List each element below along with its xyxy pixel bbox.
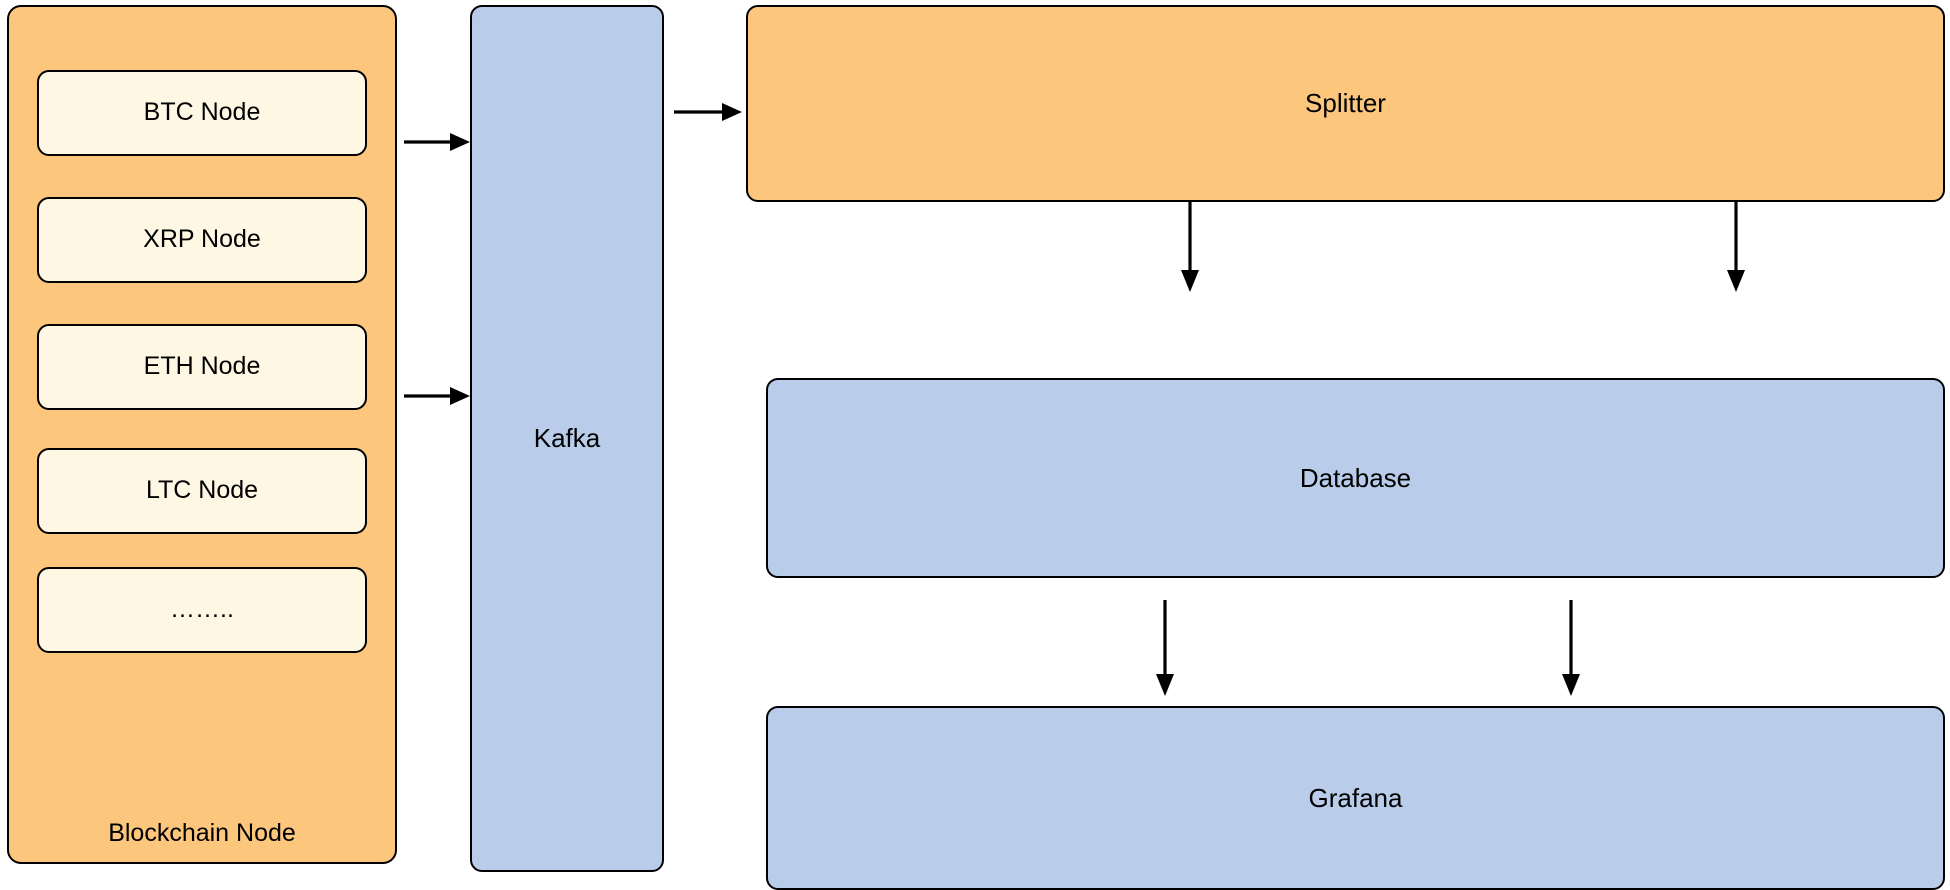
arrow-database-to-grafana-left: [1156, 600, 1174, 696]
grafana-node[interactable]: Grafana: [766, 706, 1945, 890]
arrow-database-to-grafana-right: [1562, 600, 1580, 696]
chain-node-ellipsis-label: ……..: [170, 595, 234, 624]
database-node[interactable]: Database: [766, 378, 1945, 578]
chain-node-ellipsis[interactable]: ……..: [37, 567, 367, 653]
splitter-node-label: Splitter: [1305, 88, 1386, 119]
chain-node-ltc[interactable]: LTC Node: [37, 448, 367, 534]
arrow-splitter-to-database-right: [1727, 200, 1745, 292]
chain-node-eth-label: ETH Node: [143, 352, 261, 381]
chain-node-xrp-label: XRP Node: [143, 225, 261, 254]
chain-node-btc-label: BTC Node: [143, 98, 261, 127]
arrow-eth-to-kafka: [404, 387, 470, 405]
splitter-node[interactable]: Splitter: [746, 5, 1945, 202]
database-node-label: Database: [1299, 462, 1412, 493]
grafana-node-label: Grafana: [1308, 782, 1403, 813]
chain-node-eth[interactable]: ETH Node: [37, 324, 367, 410]
blockchain-node-group[interactable]: BTC Node XRP Node ETH Node LTC Node ……..…: [7, 5, 397, 864]
kafka-node[interactable]: Kafka: [470, 5, 664, 872]
chain-node-ltc-label: LTC Node: [145, 476, 259, 505]
arrow-splitter-to-database-left: [1181, 200, 1199, 292]
kafka-node-label: Kafka: [533, 423, 601, 454]
arrow-btc-to-kafka: [404, 133, 470, 151]
chain-node-btc[interactable]: BTC Node: [37, 70, 367, 156]
chain-node-xrp[interactable]: XRP Node: [37, 197, 367, 283]
arrow-kafka-to-splitter: [674, 103, 742, 121]
blockchain-group-caption: Blockchain Node: [108, 819, 296, 847]
